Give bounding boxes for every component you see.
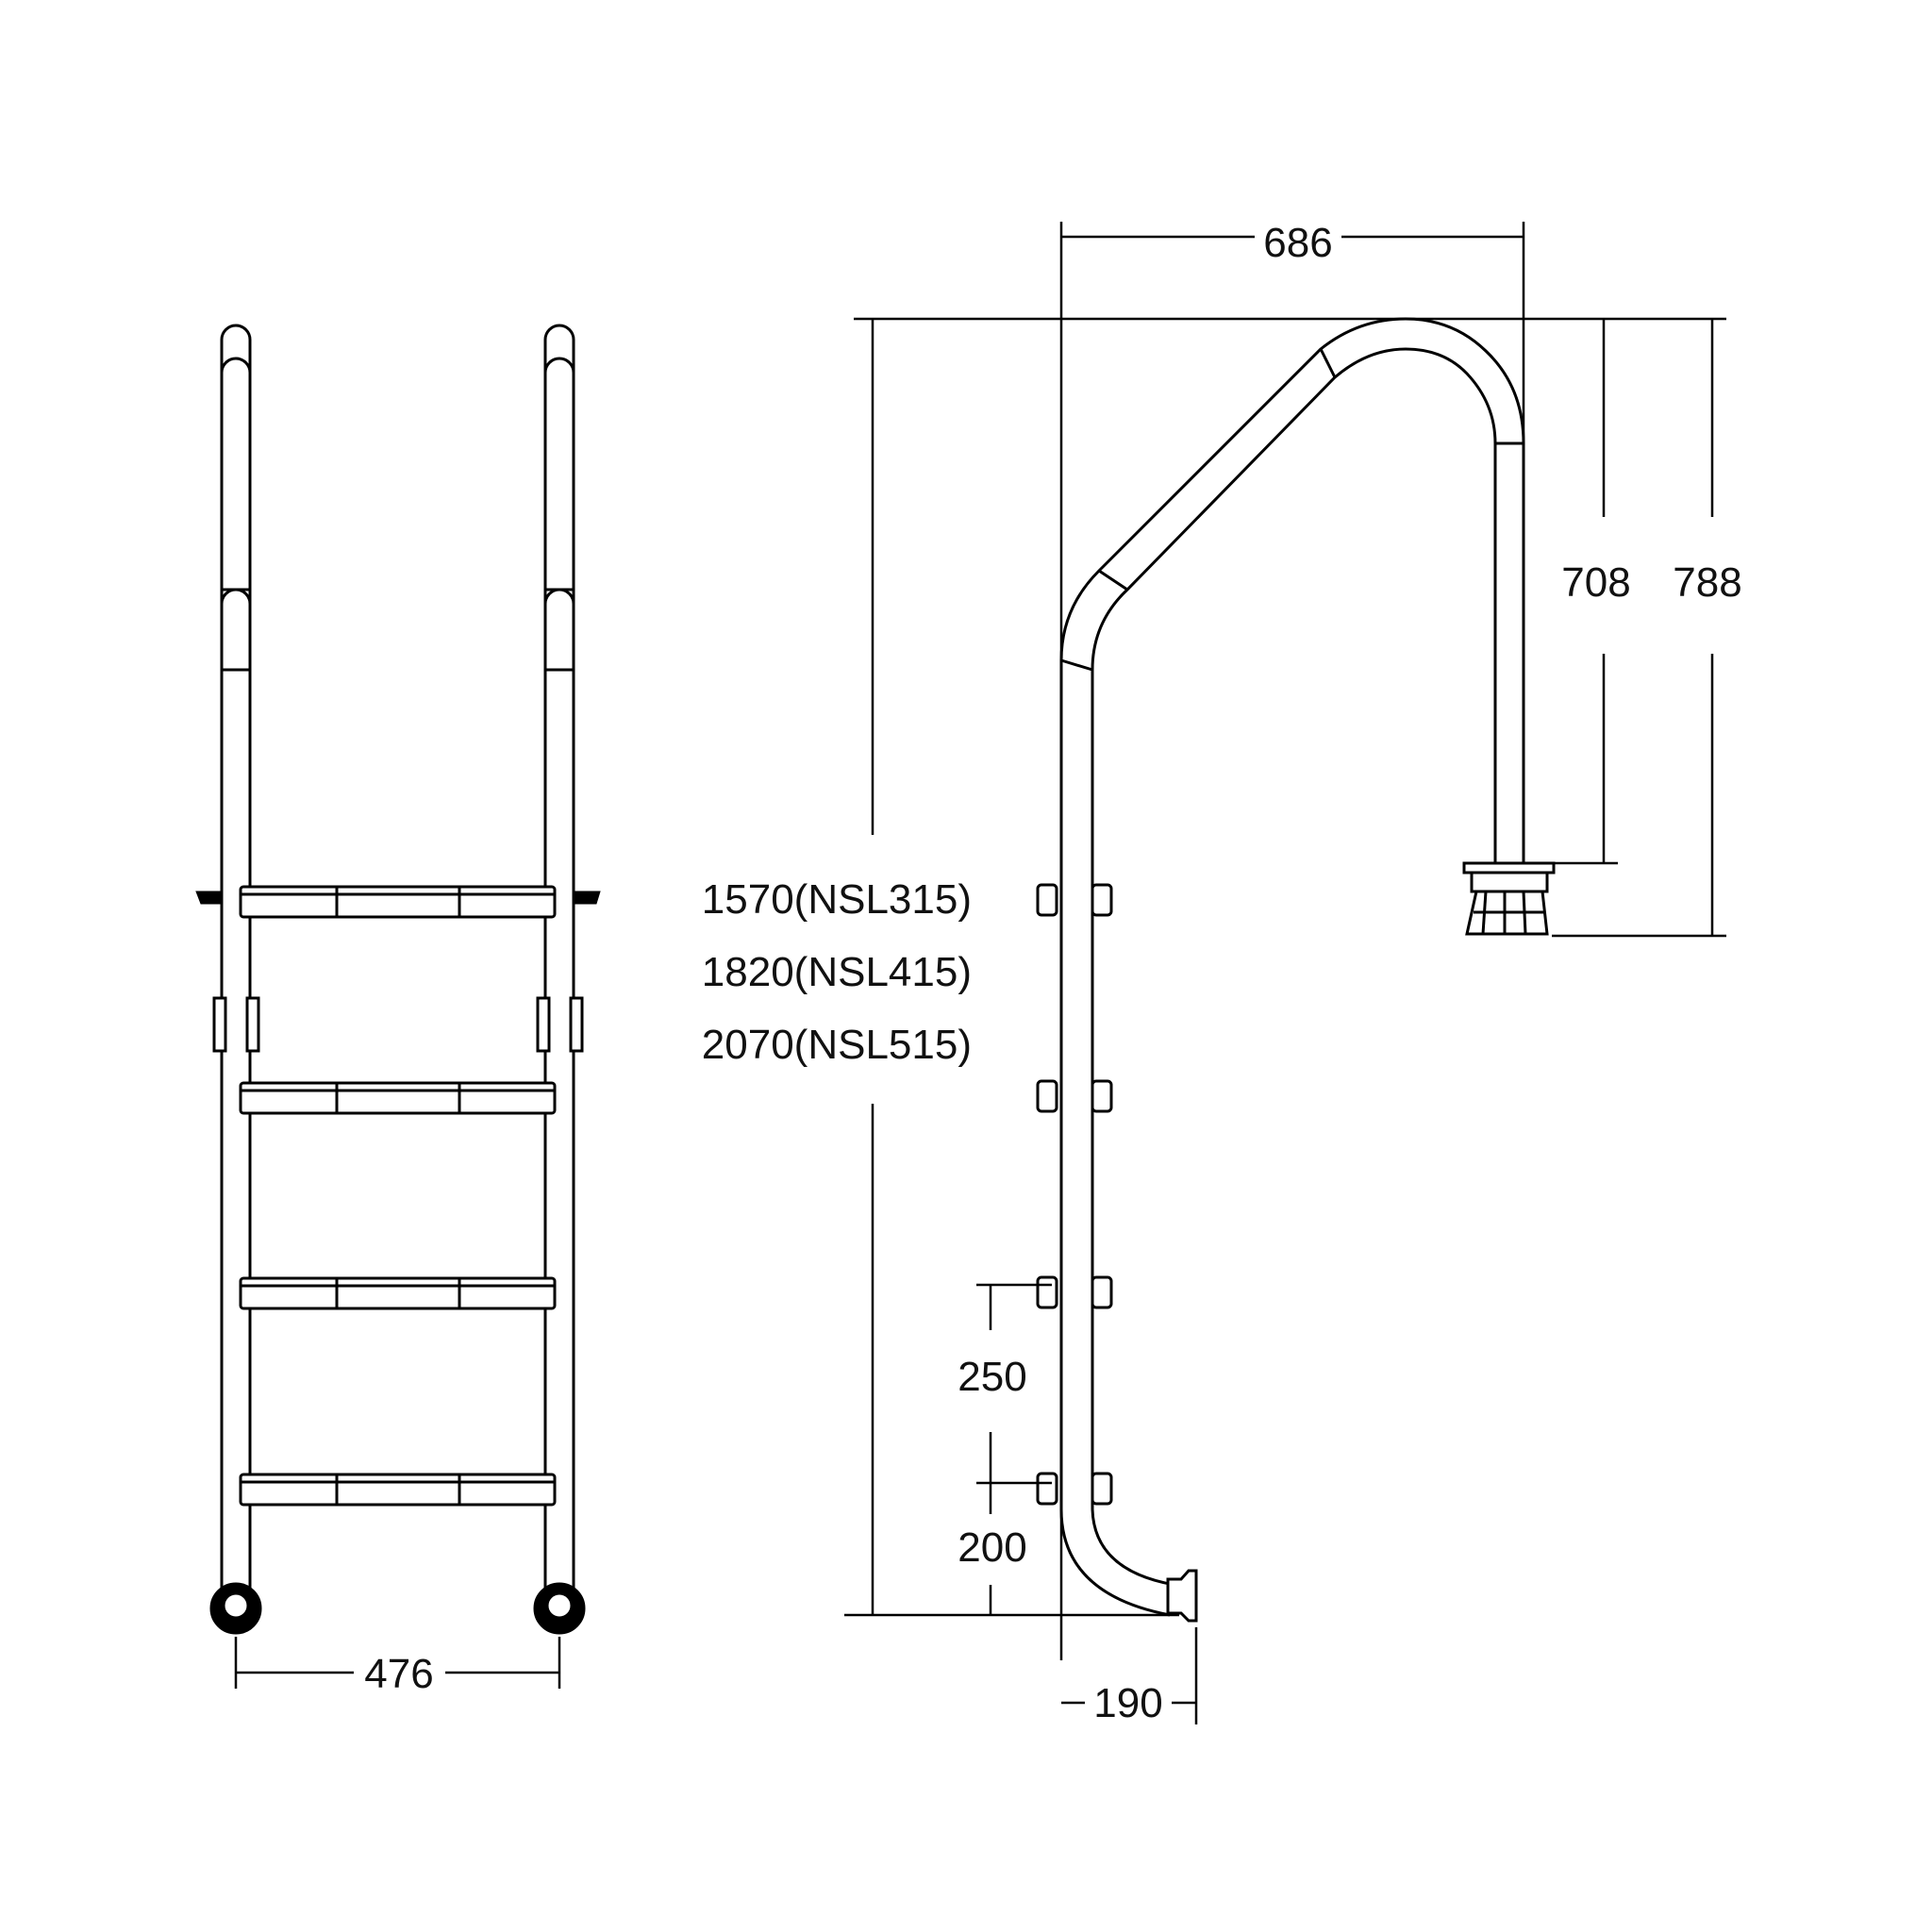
height-label-nsl415: 1820(NSL415) [702,949,972,995]
front-width-dimension: 476 [234,1637,561,1697]
side-deck-anchor [1462,861,1556,936]
side-step-bracket [1036,1275,1113,1309]
dimension-bottom-step: 200 [958,1483,1027,1615]
height-label-nsl515: 2070(NSL515) [702,1022,972,1068]
side-step-bracket [1036,1472,1113,1506]
side-bottom-foot [1059,1508,1198,1623]
front-wall-brackets [212,996,584,1053]
dimension-label-788: 788 [1673,559,1741,606]
dimension-label-width: 476 [364,1651,433,1697]
dimension-total-height: 1570(NSL315) 1820(NSL415) 2070(NSL515) [702,319,1179,1617]
dimension-handrail-drop: 708 788 [1547,319,1742,938]
dimension-depth: 686 [1059,220,1525,1660]
front-deck-anchors [195,891,601,905]
side-step-bracket [1036,883,1113,917]
front-view: 476 [195,324,601,1697]
dimension-label-depth: 686 [1263,220,1332,266]
side-step-bracket [1036,1079,1113,1113]
front-step [239,1081,557,1115]
front-step [239,1473,557,1507]
front-step [239,885,557,919]
dimension-label-708: 708 [1561,559,1630,606]
dimension-step-pitch: 250 [958,1283,1052,1485]
front-right-rail [533,324,586,1635]
height-label-nsl315: 1570(NSL315) [702,876,972,923]
dimension-label-250: 250 [958,1354,1026,1400]
side-view: 686 708 788 1570(NSL315) 1820(NSL415) 20… [702,220,1742,1726]
front-step [239,1276,557,1310]
side-handrail [1059,317,1525,1509]
front-left-rail [209,324,262,1635]
dimension-label-200: 200 [958,1524,1026,1571]
dimension-label-190: 190 [1093,1680,1162,1726]
dimension-foot-offset: 190 [1061,1627,1198,1726]
